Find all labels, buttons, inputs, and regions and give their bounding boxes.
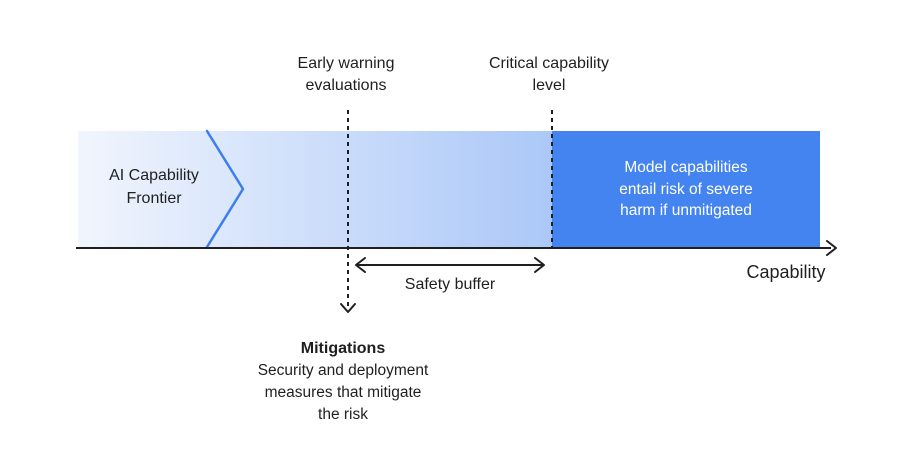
critical-level-label-line: Critical capability [488,55,610,72]
mitigations-title: Mitigations [300,340,386,357]
mitigations-label: Mitigations Security and deployment meas… [233,338,453,426]
critical-zone-box: Model capabilities entail risk of severe… [552,131,820,248]
critical-zone-text-line: Model capabilities [624,159,748,177]
critical-zone-text-line: harm if unmitigated [620,202,752,220]
early-warning-label-line: Early warning [297,55,395,72]
capability-axis-arrowhead-icon [826,240,837,256]
mitigations-label-line: Security and deployment [257,362,429,379]
mitigations-arrowhead-icon [340,303,356,313]
mitigations-label-line: measures that mitigate [264,384,422,401]
frontier-label: AI Capability Frontier [74,164,234,210]
frontier-label-line: Frontier [126,190,182,207]
capability-band [78,131,552,248]
safety-buffer-left-arrowhead-icon [355,257,366,273]
early-warning-label-line: evaluations [305,77,387,94]
critical-level-label: Critical capability level [459,53,639,97]
early-warning-label: Early warning evaluations [256,53,436,97]
critical-level-label-line: level [532,77,566,94]
mitigations-label-line: the risk [318,406,368,423]
safety-buffer-right-arrowhead-icon [534,257,545,273]
safety-buffer-label: Safety buffer [404,276,496,293]
capability-axis-label: Capability [746,262,826,282]
critical-zone-text-line: entail risk of severe [619,180,753,198]
frontier-label-line: AI Capability [109,167,199,184]
